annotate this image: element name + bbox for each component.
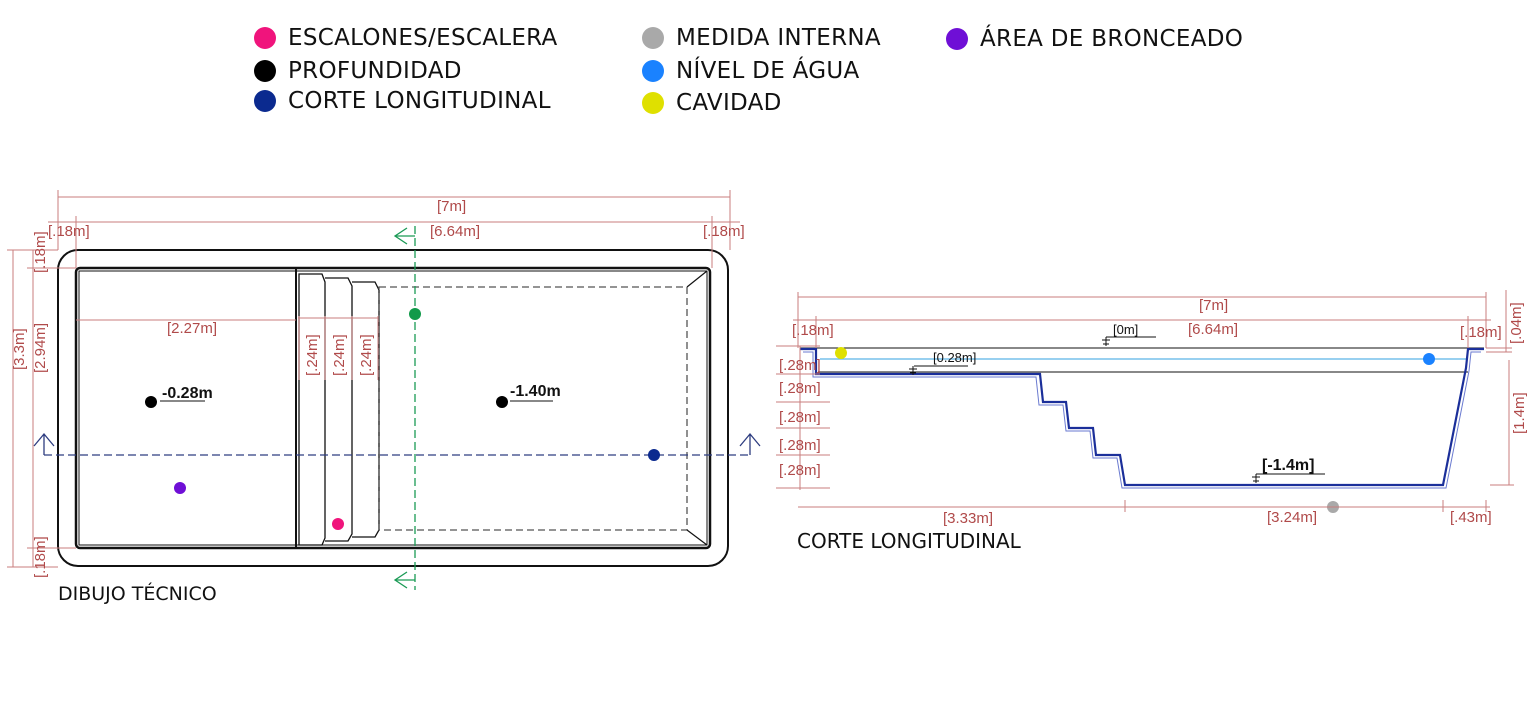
legend-label-tanning: ÁREA DE BRONCEADO [980,26,1244,52]
water-level-marker [1423,353,1435,365]
plan-total-width: [3.3m] [11,328,28,370]
plan-total-length: [7m] [437,198,466,215]
section-depth-total: [1.4m] [1511,392,1528,434]
tanning-area-marker [174,482,186,494]
legend-item-internal: MEDIDA INTERNA [642,23,881,53]
legend-item-water: NÍVEL DE ÁGUA [642,56,860,86]
level-symbol-icon [909,366,917,375]
steps-marker [332,518,344,530]
section-shallow-length: [3.33m] [943,510,993,527]
plan-step-1: [.24m] [304,334,321,376]
plan-inner-width: [2.94m] [32,323,49,373]
step-2-outline [325,277,353,542]
legend-label-water: NÍVEL DE ÁGUA [676,58,860,84]
plan-wall-left: [.18m] [48,223,90,240]
plan-wall-bottom: [.18m] [32,536,49,578]
level-top-label: [0m] [1113,322,1138,337]
plan-step-3: [.24m] [358,334,375,376]
cross-cut-marker [409,308,421,320]
legend: ESCALONES/ESCALERA PROFUNDIDAD CORTE LON… [0,0,1536,130]
section-rim-height: [.04m] [1508,302,1525,344]
plan-dimension-lines [7,190,740,568]
legend-item-section: CORTE LONGITUDINAL [254,86,551,116]
section-marker [648,449,660,461]
legend-label-section: CORTE LONGITUDINAL [288,88,551,114]
plan-inner-length: [6.64m] [430,223,480,240]
legend-item-depth: PROFUNDIDAD [254,56,462,86]
legend-item-cavity: CAVIDAD [642,88,782,118]
level-symbol-icon [1252,474,1260,483]
plan-tanning-length: [2.27m] [167,320,217,337]
section-wall-right: [.18m] [1460,324,1502,341]
legend-dot-steps [254,27,276,49]
depth-marker-deep [496,396,508,408]
legend-dot-section [254,90,276,112]
legend-label-steps: ESCALONES/ESCALERA [288,25,558,51]
section-total-length: [7m] [1199,297,1228,314]
corner-line [686,270,708,288]
level-shelf-label: [0.28m] [933,350,976,365]
pool-inner-outline [74,266,712,550]
section-riser-1: [.28m] [779,357,821,374]
section-slope-length: [.43m] [1450,509,1492,526]
cut-arrow-icon [739,432,761,455]
plan-view: -0.28m -1.40m [7m] [7,190,761,605]
section-caption: CORTE LONGITUDINAL [797,529,1022,553]
legend-label-cavity: CAVIDAD [676,90,782,116]
legend-dot-water [642,60,664,82]
legend-label-internal: MEDIDA INTERNA [676,25,881,51]
section-riser-4: [.28m] [779,437,821,454]
pool-outer-outline [57,249,729,567]
section-dimension-lines [776,290,1514,512]
cut-arrow-icon [393,227,415,245]
legend-dot-cavity [642,92,664,114]
section-riser-2: [.28m] [779,380,821,397]
depth-shallow-label: -0.28m [162,385,213,402]
pool-shell-inner [803,351,1481,489]
level-bottom-label: [-1.4m] [1262,457,1314,474]
step-1-outline [298,273,326,546]
depth-deep-label: -1.40m [510,383,561,400]
legend-dot-internal [642,27,664,49]
plan-step-2: [.24m] [331,334,348,376]
section-riser-3: [.28m] [779,409,821,426]
level-symbol-icon [1102,337,1110,346]
legend-label-depth: PROFUNDIDAD [288,58,462,84]
legend-item-steps: ESCALONES/ESCALERA [254,23,558,53]
deep-area-outline [378,286,688,531]
plan-wall-top: [.18m] [32,231,49,273]
section-view: [0m] [0.28m] [-1.4m] [776,290,1528,553]
corner-line [686,529,708,546]
section-wall-left: [.18m] [792,322,834,339]
cut-arrow-icon [33,432,55,455]
pool-shell-profile [800,347,1484,487]
depth-marker-shallow [145,396,157,408]
section-riser-5: [.28m] [779,462,821,479]
legend-dot-tanning [946,28,968,50]
section-deep-length: [3.24m] [1267,509,1317,526]
cut-arrow-icon [393,571,415,589]
section-inner-length: [6.64m] [1188,321,1238,338]
plan-wall-right: [.18m] [703,223,745,240]
legend-dot-depth [254,60,276,82]
step-3-outline [352,281,380,538]
legend-item-tanning: ÁREA DE BRONCEADO [946,24,1243,54]
plan-caption: DIBUJO TÉCNICO [58,582,217,605]
pool-inner-edge [78,270,708,546]
cavity-marker [835,347,847,359]
